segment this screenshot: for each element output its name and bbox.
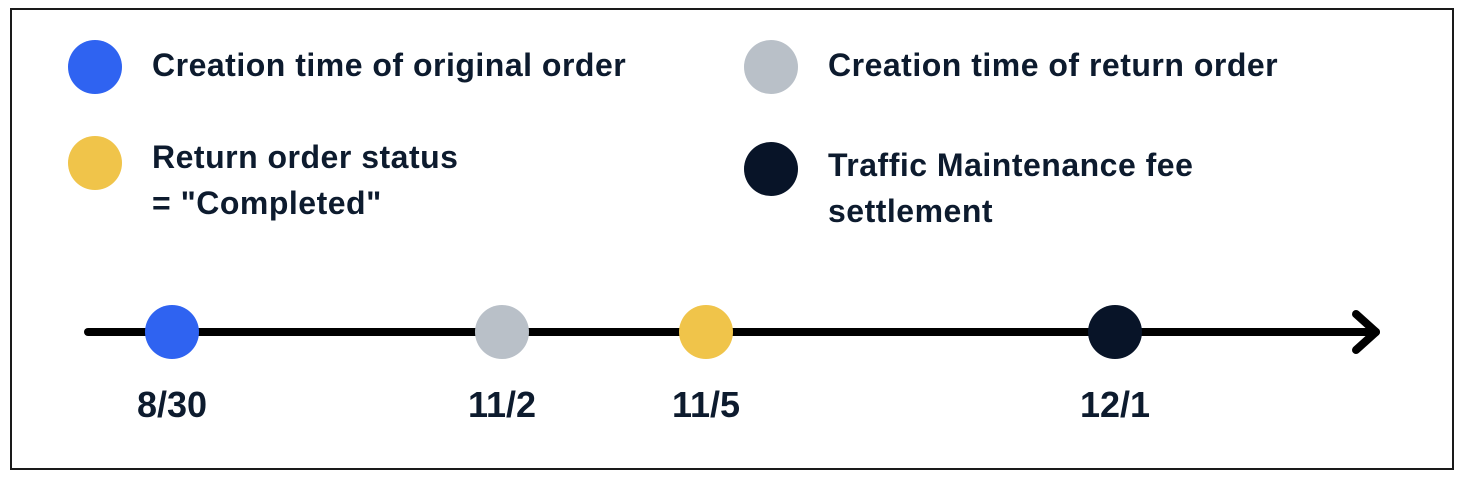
legend-item-original-order: Creation time of original order xyxy=(68,40,626,94)
timeline-date-label: 11/5 xyxy=(671,384,741,425)
timeline-point-12-1 xyxy=(1088,305,1142,359)
timeline-date-label: 11/2 xyxy=(467,384,537,425)
diagram-frame xyxy=(10,8,1454,470)
legend-label-fee-settlement: Traffic Maintenance fee settlement xyxy=(828,147,1194,229)
legend-label-completed-status: Return order status = "Completed" xyxy=(152,139,459,221)
yellow-dot-icon xyxy=(68,136,122,190)
timeline-point-11-5 xyxy=(679,305,733,359)
legend-item-completed-status: Return order status = "Completed" xyxy=(68,136,458,226)
legend-label-return-order: Creation time of return order xyxy=(828,47,1279,83)
timeline-arrowhead-icon xyxy=(1352,310,1380,354)
legend-item-fee-settlement: Traffic Maintenance fee settlement xyxy=(744,142,1268,234)
navy-dot-icon xyxy=(744,142,798,196)
legend-item-return-order: Creation time of return order xyxy=(744,40,1278,94)
legend-label-original-order: Creation time of original order xyxy=(152,47,627,83)
timeline-date-label: 12/1 xyxy=(1079,384,1151,425)
timeline-point-8-30 xyxy=(145,305,199,359)
blue-dot-icon xyxy=(68,40,122,94)
timeline-point-11-2 xyxy=(475,305,529,359)
timeline-date-label: 8/30 xyxy=(136,384,208,425)
gray-dot-icon xyxy=(744,40,798,94)
